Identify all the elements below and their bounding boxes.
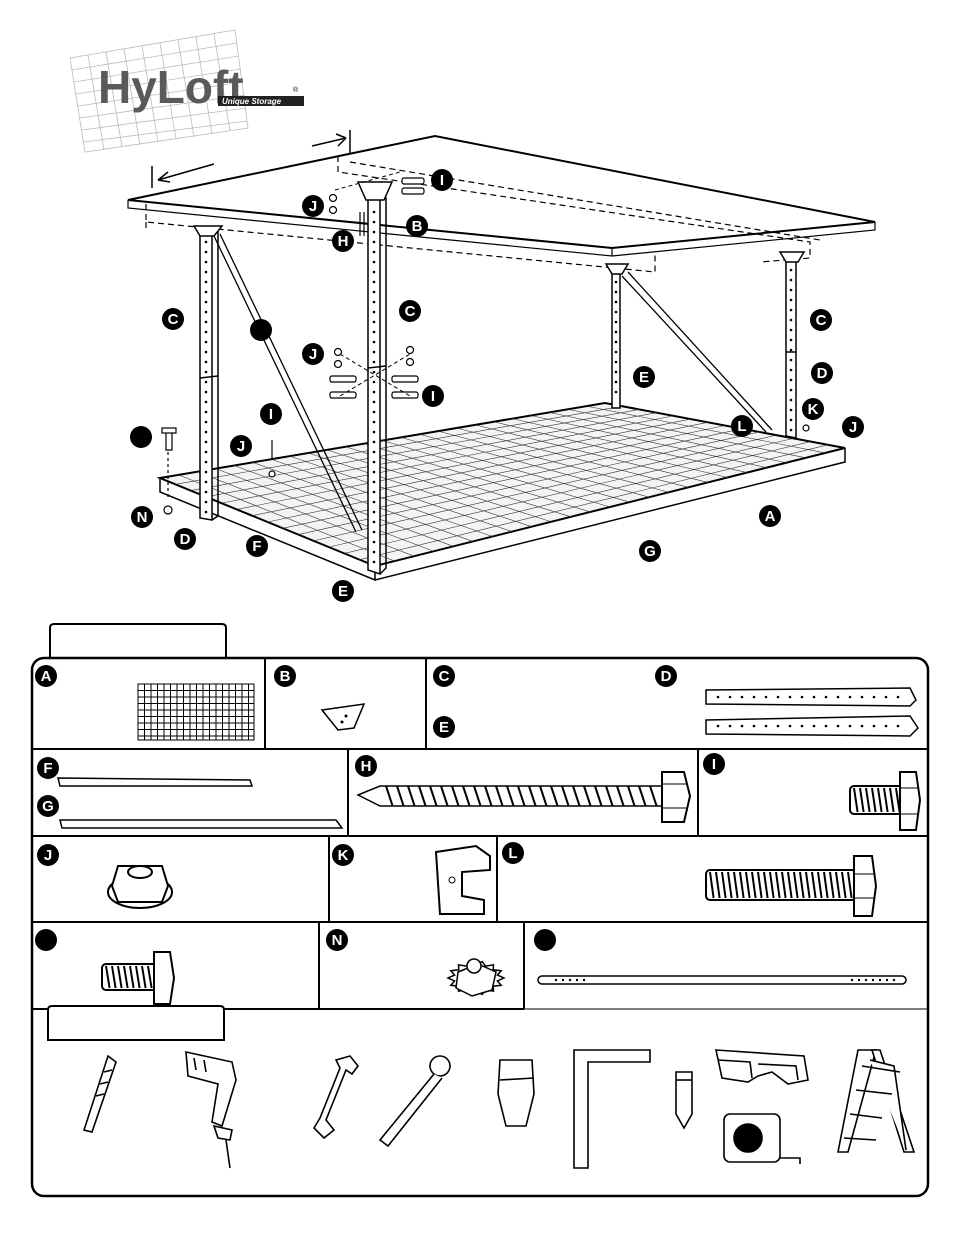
step-ladder-icon — [838, 1050, 914, 1152]
part-a-wire-deck: A — [35, 665, 254, 740]
svg-text:C: C — [168, 311, 179, 328]
svg-text:I: I — [440, 172, 444, 189]
hyloft-logo: HyLoft Unique Storage ® — [70, 30, 304, 152]
svg-text:A: A — [765, 508, 776, 525]
svg-text:E: E — [639, 369, 649, 386]
callout-j-top: J — [302, 195, 324, 217]
part-j-flange-nut: J — [37, 844, 172, 908]
callout-n-left: N — [131, 506, 153, 528]
svg-text:G: G — [644, 543, 656, 560]
svg-text:E: E — [439, 719, 449, 736]
callout-k-right: K — [802, 398, 824, 420]
svg-text:C: C — [439, 668, 450, 685]
callout-unlabeled-bolt — [130, 426, 152, 448]
brand-tagline: Unique Storage — [222, 97, 282, 106]
part-g-rail: G — [37, 795, 342, 828]
part-d-post: D — [655, 665, 918, 736]
svg-text:I: I — [269, 406, 273, 423]
svg-text:D: D — [180, 531, 191, 548]
svg-text:B: B — [412, 218, 423, 235]
svg-text:D: D — [661, 668, 672, 685]
svg-text:J: J — [849, 419, 857, 436]
callout-f-front: F — [246, 535, 268, 557]
registered-mark: ® — [293, 86, 299, 94]
callout-e-back: E — [633, 366, 655, 388]
svg-text:J: J — [44, 847, 52, 864]
callout-c-center: C — [399, 300, 421, 322]
tools-section — [84, 1050, 914, 1168]
callout-j-low: J — [230, 435, 252, 457]
svg-text:H: H — [338, 233, 349, 250]
svg-text:C: C — [405, 303, 416, 320]
tape-measure-icon — [724, 1114, 800, 1164]
callout-h-top: H — [332, 230, 354, 252]
callout-i-top: I — [431, 169, 453, 191]
part-unlabeled-small-bolt — [35, 929, 174, 1004]
svg-text:H: H — [361, 758, 372, 775]
svg-text:J: J — [309, 346, 317, 363]
svg-text:F: F — [252, 538, 261, 555]
work-gloves-icon — [498, 1060, 534, 1126]
callout-d-right: D — [811, 362, 833, 384]
drill-bit-icon — [84, 1056, 116, 1132]
ceiling — [128, 130, 875, 272]
callout-j-mid: J — [302, 343, 324, 365]
svg-text:N: N — [332, 932, 343, 949]
svg-text:L: L — [508, 845, 517, 862]
callout-unlabeled-brace — [250, 319, 272, 341]
power-drill-icon — [186, 1052, 236, 1168]
svg-text:D: D — [817, 365, 828, 382]
socket-wrench-icon — [380, 1056, 450, 1146]
svg-text:A: A — [41, 668, 52, 685]
pencil-icon — [676, 1072, 692, 1128]
svg-text:F: F — [43, 760, 52, 777]
part-k-clip: K — [332, 844, 490, 914]
part-b-bracket: B — [274, 665, 364, 730]
callout-e-front: E — [332, 580, 354, 602]
callout-b-top: B — [406, 215, 428, 237]
safety-glasses-icon — [716, 1050, 808, 1084]
callout-i-mid: I — [422, 385, 444, 407]
svg-text:K: K — [808, 401, 819, 418]
svg-text:I: I — [431, 388, 435, 405]
part-i-bolt: I — [703, 753, 920, 830]
callout-a-deck: A — [759, 505, 781, 527]
carpenter-square-icon — [574, 1050, 650, 1168]
svg-text:L: L — [737, 418, 746, 435]
part-unlabeled-strap — [534, 929, 906, 984]
callout-l-right: L — [731, 415, 753, 437]
svg-text:B: B — [280, 668, 291, 685]
callout-d-left: D — [174, 528, 196, 550]
part-l-bolt: L — [502, 842, 876, 916]
callout-i-low: I — [260, 403, 282, 425]
callout-j-right: J — [842, 416, 864, 438]
svg-text:N: N — [137, 509, 148, 526]
svg-text:G: G — [42, 798, 54, 815]
part-c-post: C — [433, 665, 455, 687]
post-back-right — [780, 252, 804, 438]
part-n-keps-nut: N — [326, 929, 504, 996]
part-h-lag-screw: H — [355, 755, 690, 822]
svg-text:K: K — [338, 847, 349, 864]
svg-text:J: J — [309, 198, 317, 215]
part-e-post: E — [433, 716, 455, 738]
svg-text:C: C — [816, 312, 827, 329]
open-end-wrench-icon — [314, 1056, 358, 1138]
svg-text:E: E — [338, 583, 348, 600]
callout-c-right: C — [810, 309, 832, 331]
part-f-rail: F — [37, 757, 252, 786]
svg-text:J: J — [237, 438, 245, 455]
callout-c-left: C — [162, 308, 184, 330]
svg-text:I: I — [712, 756, 716, 773]
callout-g-front: G — [639, 540, 661, 562]
post-back-center — [606, 264, 628, 408]
